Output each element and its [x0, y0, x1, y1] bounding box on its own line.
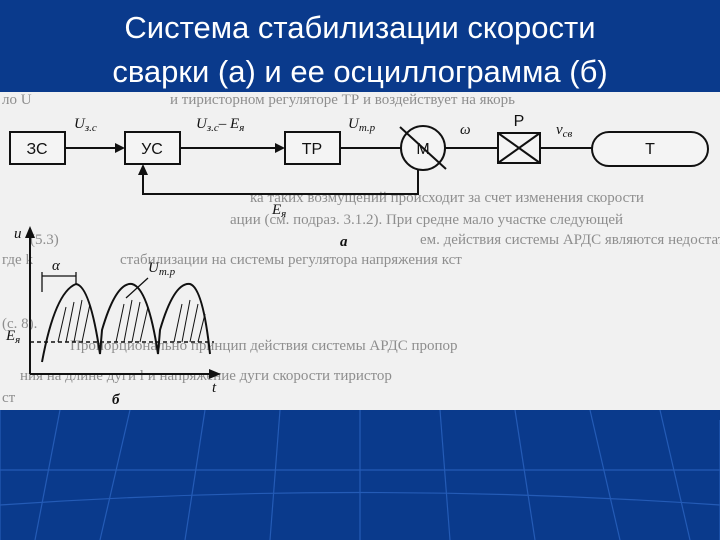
- block-labels: ЗС УС ТР М Р Т: [26, 113, 655, 158]
- curve-label: Uт.р: [148, 260, 176, 278]
- gearbox-cross-2: [497, 132, 541, 164]
- ghost-text-layer: ло U и тиристорном регуляторе ТР и возде…: [2, 92, 720, 406]
- signal-u-zs: Uз.с: [74, 116, 97, 134]
- signal-v-sv: vсв: [556, 122, 573, 140]
- arrow-head: [209, 369, 221, 379]
- caption-b: б: [112, 392, 120, 408]
- oscillogram: u t α Uт.р Eя б: [5, 226, 221, 408]
- arrow-head: [138, 164, 148, 175]
- ghost-text: Пропорционально принцип действия системы…: [70, 338, 458, 354]
- block-tr-label: ТР: [302, 141, 322, 158]
- ghost-text: (с. 8).: [2, 316, 37, 332]
- ghost-text: ем. действия системы АРДС являются недос…: [420, 232, 720, 248]
- block-zs-label: ЗС: [26, 141, 47, 158]
- title-line-2: сварки (а) и ее осциллограмма (б): [112, 54, 608, 89]
- feedback-wire: [142, 170, 419, 195]
- block-t-label: Т: [645, 141, 655, 158]
- ghost-text: ло U: [2, 92, 32, 108]
- arrow-head: [275, 143, 285, 153]
- ghost-text: ка таких возмущений происходит за счет и…: [250, 190, 644, 206]
- alpha-label: α: [52, 258, 61, 274]
- y-axis-label: u: [14, 226, 22, 242]
- hatching: [57, 299, 206, 343]
- arrow-head: [25, 226, 35, 238]
- waveform-u-tr: [41, 282, 211, 363]
- block-p-label: Р: [514, 113, 525, 130]
- signal-u-diff: Uз.с– Eя: [196, 116, 244, 134]
- block-diagram: [9, 125, 709, 195]
- ghost-text: (5.3): [30, 232, 59, 248]
- ghost-text: ния на длине дуги l и напряжение дуги ск…: [20, 368, 392, 384]
- signal-e-feedback: Eя: [271, 202, 286, 220]
- scanned-figure-panel: ло U и тиристорном регуляторе ТР и возде…: [0, 92, 720, 410]
- block-us-label: УС: [141, 141, 163, 158]
- signal-u-tr: Uт.р: [348, 116, 376, 134]
- x-axis-label: t: [212, 380, 217, 396]
- motor-arrow-line: [399, 126, 447, 170]
- arrow-head: [115, 143, 125, 153]
- figure-canvas: ло U и тиристорном регуляторе ТР и возде…: [0, 92, 720, 410]
- signal-omega: ω: [460, 122, 471, 138]
- ghost-text: ст: [2, 390, 16, 406]
- ghost-text: стабилизации на системы регулятора напря…: [120, 252, 462, 268]
- title-line-1: Система стабилизации скорости: [124, 10, 596, 45]
- ghost-text: и тиристорном регуляторе ТР и воздейству…: [170, 92, 515, 108]
- block-m-label: М: [416, 141, 429, 158]
- arrowheads: [115, 143, 285, 175]
- caption-a: а: [340, 234, 348, 250]
- slide-title: Система стабилизации скорости сварки (а)…: [0, 6, 720, 94]
- e-level-label: Eя: [5, 328, 20, 346]
- ghost-text: ации (см. подраз. 3.1.2). При средне мал…: [230, 212, 623, 228]
- signal-labels: Uз.с Uз.с– Eя Uт.р ω vсв Eя а: [74, 116, 573, 250]
- ghost-text: где k: [2, 252, 33, 268]
- curve-leader: [125, 277, 149, 299]
